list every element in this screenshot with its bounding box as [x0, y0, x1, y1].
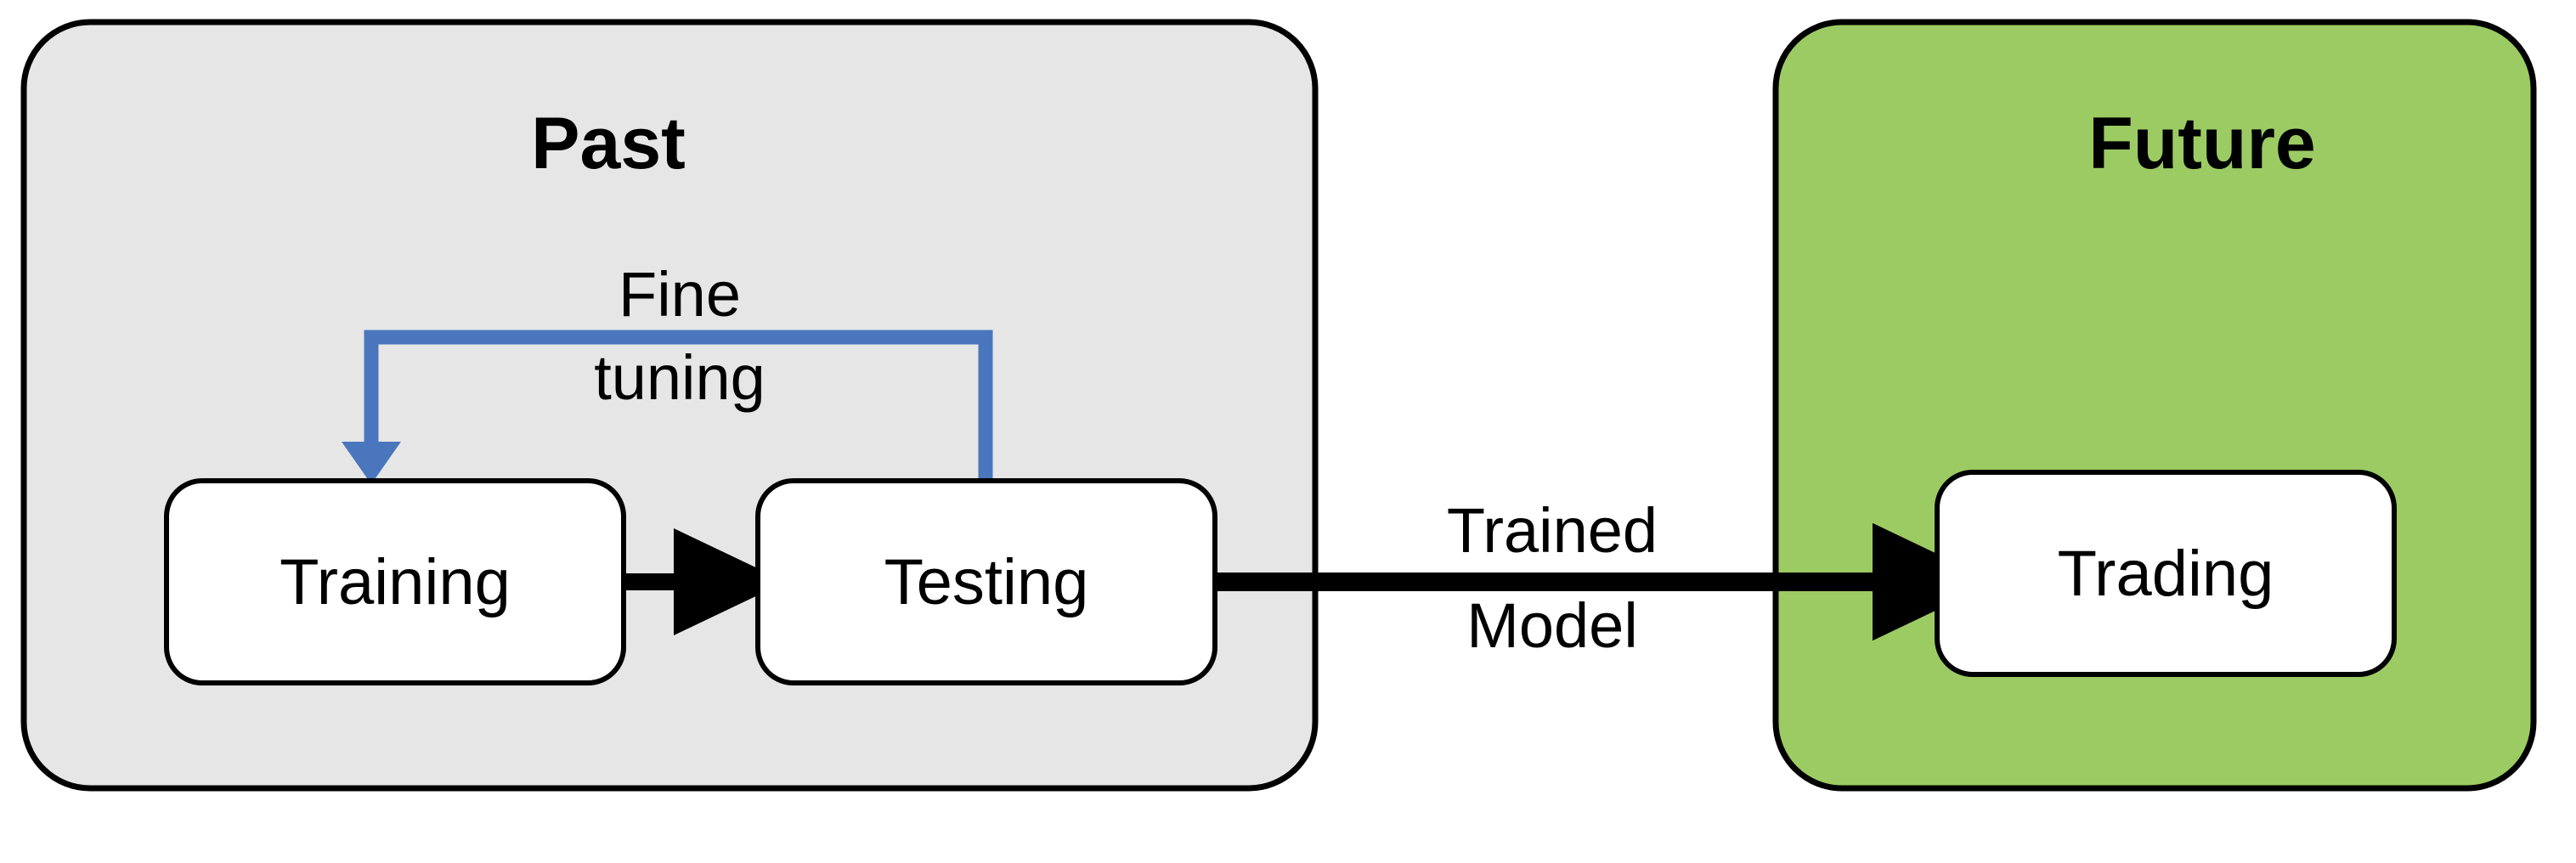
trained-model-label-line2: Model	[1466, 590, 1638, 661]
training-label: Training	[280, 546, 511, 618]
edge-trained-model: Trained Model	[1217, 495, 1997, 661]
node-trading[interactable]: Trading	[1935, 470, 2397, 677]
testing-label: Testing	[884, 546, 1089, 618]
future-title: Future	[2088, 103, 2316, 184]
fine-tuning-path	[364, 330, 993, 484]
fine-tuning-label-line1: Fine	[619, 259, 741, 330]
past-title: Past	[531, 103, 686, 184]
fine-tuning-arrowhead	[342, 442, 401, 484]
testing-box[interactable]	[755, 478, 1217, 685]
trained-model-label-line1: Trained	[1447, 495, 1658, 566]
edge-fine-tuning: Fine tuning	[342, 259, 993, 484]
trading-box[interactable]	[1935, 470, 2397, 677]
fine-tuning-label-line2: tuning	[594, 342, 765, 413]
training-box[interactable]	[164, 478, 626, 685]
node-training[interactable]: Training	[164, 478, 626, 685]
trading-label: Trading	[2058, 538, 2274, 610]
node-testing[interactable]: Testing	[755, 478, 1217, 685]
